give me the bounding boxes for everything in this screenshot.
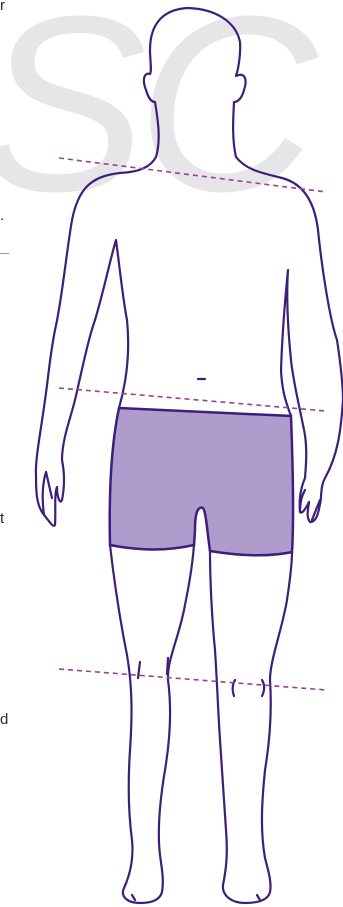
watermark: SC bbox=[0, 0, 319, 243]
knee-guide-line bbox=[59, 669, 326, 690]
shorts-icon bbox=[110, 408, 293, 555]
